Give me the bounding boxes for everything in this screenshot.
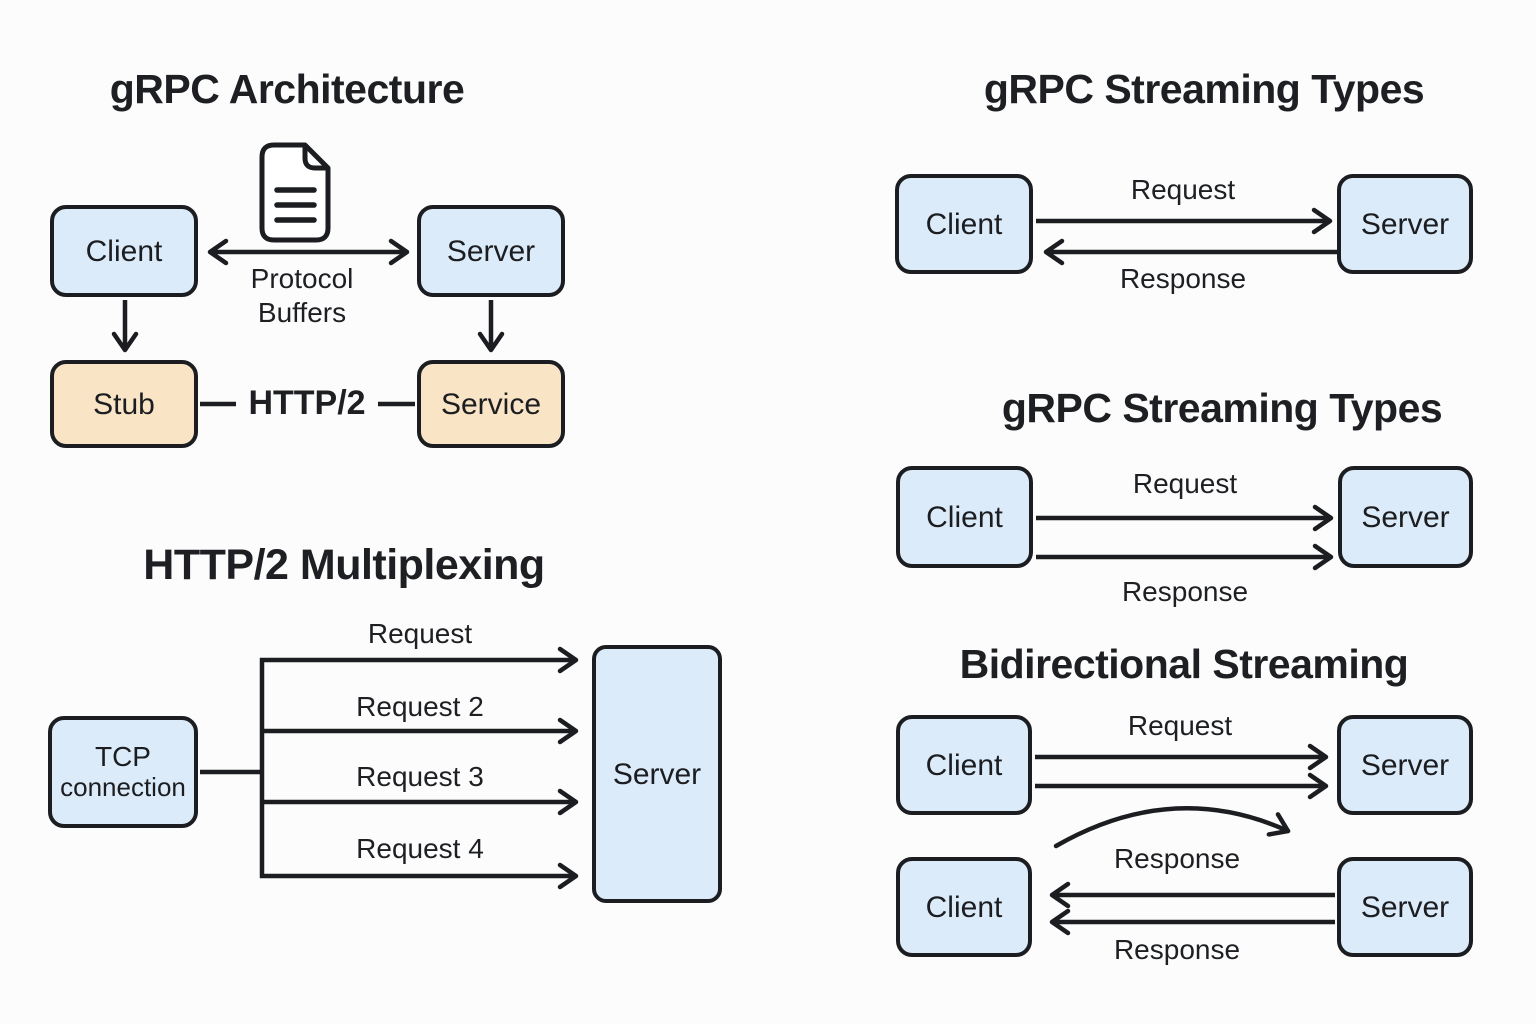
architecture-service-box: Service — [417, 360, 565, 448]
unary-streaming-title: gRPC Streaming Types — [983, 66, 1425, 112]
server-streaming-server-box: Server — [1338, 466, 1473, 568]
bidirectional-client-top-box: Client — [896, 715, 1032, 815]
architecture-stub-box: Stub — [50, 360, 198, 448]
bidirectional-title: Bidirectional Streaming — [959, 641, 1409, 687]
protocol-buffers-line2: Buffers — [257, 297, 347, 328]
architecture-client-box: Client — [50, 205, 198, 297]
server-streaming-response-label: Response — [1121, 576, 1249, 607]
bidi-response-curved-arrow — [1053, 806, 1291, 849]
http2-transport-label: HTTP/2 — [248, 384, 366, 422]
bidirectional-response-upper-label: Response — [1113, 843, 1241, 874]
tcp-connection-box: TCP connection — [48, 716, 198, 828]
protocol-buffers-line1: Protocol — [250, 263, 354, 294]
tcp-trunk-connector — [200, 658, 265, 878]
unary-client-box: Client — [895, 174, 1033, 274]
tcp-connection-line2: connection — [60, 772, 186, 803]
unary-server-box: Server — [1337, 174, 1473, 274]
bidirectional-client-bottom-box: Client — [896, 857, 1032, 957]
bidirectional-request-label: Request — [1127, 710, 1233, 741]
bidirectional-server-bottom-box: Server — [1337, 857, 1473, 957]
multiplex-request3-label: Request 3 — [356, 761, 484, 792]
server-streaming-request-label: Request — [1132, 468, 1238, 499]
unary-request-label: Request — [1130, 174, 1236, 205]
multiplexing-title: HTTP/2 Multiplexing — [143, 541, 545, 589]
architecture-title: gRPC Architecture — [109, 66, 465, 112]
multiplex-request2-label: Request 2 — [356, 691, 484, 722]
multiplexing-server-box: Server — [592, 645, 722, 903]
bidirectional-server-top-box: Server — [1337, 715, 1473, 815]
protocol-buffers-label: Protocol Buffers — [202, 262, 402, 330]
unary-response-label: Response — [1119, 263, 1247, 294]
bidirectional-response-lower-label: Response — [1113, 934, 1241, 965]
multiplex-request4-label: Request 4 — [356, 833, 484, 864]
document-icon — [259, 142, 331, 243]
architecture-server-box: Server — [417, 205, 565, 297]
server-streaming-client-box: Client — [896, 466, 1033, 568]
tcp-connection-line1: TCP — [94, 741, 151, 773]
multiplex-request1-label: Request — [367, 618, 473, 649]
server-streaming-title: gRPC Streaming Types — [1001, 385, 1443, 431]
